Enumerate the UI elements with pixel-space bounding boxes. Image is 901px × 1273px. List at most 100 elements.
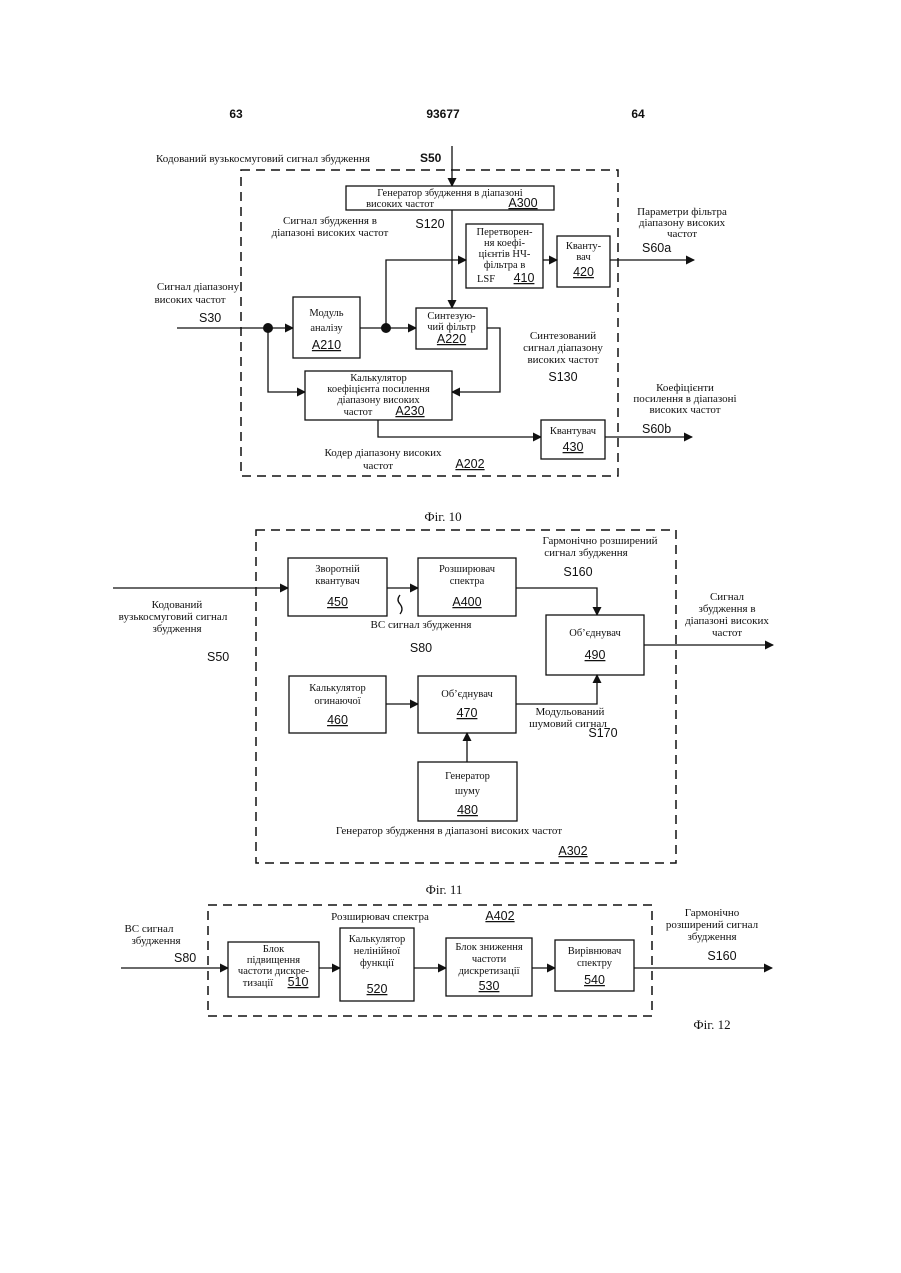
fig11-nb-label: ВС сигнал збудження (371, 619, 472, 631)
fig10-synth-ref: A220 (437, 332, 466, 346)
fig11-ext-to-comb-arrow (516, 588, 597, 615)
fig10-exc-line1: Сигнал збудження в (283, 215, 377, 227)
fig11-harm-signal: S160 (563, 565, 592, 579)
fig11-out-line4: частот (712, 627, 742, 639)
fig11-deq-line1: Зворотній (315, 564, 360, 575)
fig12-eq-ref: 540 (584, 973, 605, 987)
fig10-conv-line1: Перетворен- (477, 227, 533, 238)
fig12-up-line4: тизації (243, 978, 274, 989)
fig10-conv-ref: 410 (514, 271, 535, 285)
fig10-out1-signal: S60a (642, 241, 671, 255)
fig11-ext-line1: Розширювач (439, 564, 496, 575)
fig12-down-ref: 530 (479, 979, 500, 993)
fig10-synth-line1: Синтезую- (427, 311, 476, 322)
fig10-gen-ref: A300 (508, 196, 537, 210)
fig10-conv-line2: ня коефі- (484, 238, 526, 249)
fig10-anal-ref: A210 (312, 338, 341, 352)
fig11-comb1-ref: 490 (585, 648, 606, 662)
fig10-gain-line1: Калькулятор (350, 373, 406, 384)
fig10-caption: Фіг. 10 (424, 509, 461, 524)
fig12-nl-ref: 520 (367, 982, 388, 996)
fig11-deq-ref: 450 (327, 595, 348, 609)
fig11-nb-signal-tick (398, 595, 402, 614)
fig11-ext-ref: A400 (452, 595, 481, 609)
fig10-synsig-line1: Синтезований (530, 330, 596, 342)
figure-11: Кодований вузькосмуговий сигнал збудженн… (113, 530, 773, 897)
fig10-synsig-signal: S130 (548, 370, 577, 384)
fig12-down-line3: дискретизації (458, 966, 519, 977)
fig11-nb-signal: S80 (410, 641, 432, 655)
fig12-down-line1: Блок зниження (455, 942, 523, 953)
fig11-mod-to-comb-arrow (516, 675, 597, 704)
fig10-conv-line5: LSF (477, 274, 495, 285)
fig10-gain-ref: A230 (395, 404, 424, 418)
fig10-gen-line2: високих частот (366, 199, 434, 210)
fig11-gen-label: Генератор збудження в діапазоні високих … (336, 825, 562, 837)
fig10-out2-signal: S60b (642, 422, 671, 436)
fig10-gain-line4: частот (344, 407, 373, 418)
fig11-out-line2: збудження в (698, 603, 755, 615)
page-number-left: 63 (229, 107, 243, 121)
fig11-combiner-490 (546, 615, 644, 675)
fig10-anal-line1: Модуль (309, 308, 343, 319)
fig12-up-line2: підвищення (247, 955, 300, 966)
fig10-quant2-ref: 430 (563, 440, 584, 454)
fig10-conv-line3: цієнтів НЧ- (479, 249, 531, 260)
patent-number: 93677 (426, 107, 460, 121)
fig10-hb-line2: високих частот (154, 294, 225, 306)
fig12-out-signal: S160 (707, 949, 736, 963)
fig10-input-label: Кодований вузькосмуговий сигнал збудженн… (156, 153, 370, 165)
fig11-comb2-ref: 470 (457, 706, 478, 720)
fig11-noise-line1: Генератор (445, 771, 490, 782)
fig10-synsig-line2: сигнал діапазону (523, 342, 603, 354)
fig10-anal-line2: аналізу (310, 323, 343, 334)
fig12-nl-line3: функції (360, 958, 394, 969)
fig12-out-line3: збудження (687, 931, 736, 943)
fig12-out-line2: розширений сигнал (666, 919, 759, 931)
fig10-coder-ref: A202 (455, 457, 484, 471)
fig12-title-ref: A402 (485, 909, 514, 923)
fig11-harm-line1: Гармонічно розширений (542, 535, 657, 547)
fig10-coder-line2: частот (363, 460, 393, 472)
fig11-caption: Фіг. 11 (426, 882, 463, 897)
fig12-caption: Фіг. 12 (693, 1017, 730, 1032)
fig11-combiner-470 (418, 676, 516, 733)
fig11-input-line2: вузькосмуговий сигнал (119, 611, 228, 623)
fig12-out-line1: Гармонічно (685, 907, 740, 919)
fig10-quant1-line1: Кванту- (566, 241, 602, 252)
fig10-gen-line1: Генератор збудження в діапазоні (377, 188, 523, 199)
fig10-gain-line2: коефіцієнта посилення (327, 384, 430, 395)
figure-10: Кодований вузькосмуговий сигнал збудженн… (154, 146, 736, 524)
fig11-input-line3: збудження (152, 623, 201, 635)
fig10-hb-signal: S30 (199, 311, 221, 325)
fig11-mod-line1: Модульований (536, 706, 605, 718)
fig11-comb2-label: Об’єднувач (441, 689, 493, 700)
fig10-input-signal: S50 (420, 151, 442, 165)
fig11-env-line2: огинаючої (314, 696, 360, 707)
fig12-input-line2: збудження (131, 935, 180, 947)
fig10-exc-line2: діапазоні високих частот (272, 227, 389, 239)
fig10-conv-line4: фільтра в (484, 260, 526, 271)
fig10-gain-to-quant-arrow (378, 420, 541, 437)
fig10-exc-signal: S120 (415, 217, 444, 231)
fig12-input-signal: S80 (174, 951, 196, 965)
fig11-env-line1: Калькулятор (309, 683, 365, 694)
page-number-right: 64 (631, 107, 645, 121)
figure-12: ВС сигнал збудження S80 Розширювач спект… (121, 905, 772, 1032)
fig12-eq-line1: Вирівнювач (568, 946, 622, 957)
fig11-deq-line2: квантувач (315, 576, 360, 587)
fig11-mod-signal: S170 (588, 726, 617, 740)
fig12-title: Розширювач спектра (331, 911, 429, 923)
fig11-out-line1: Сигнал (710, 591, 745, 603)
fig11-ext-line2: спектра (450, 576, 485, 587)
fig12-up-ref: 510 (288, 975, 309, 989)
fig10-hb-line1: Сигнал діапазону (157, 281, 240, 293)
fig12-nl-line2: нелінійної (354, 946, 400, 957)
fig12-up-line1: Блок (263, 944, 285, 955)
fig12-nl-line1: Калькулятор (349, 934, 405, 945)
fig12-input-line1: ВС сигнал (124, 923, 174, 935)
fig11-harm-line2: сигнал збудження (544, 547, 627, 559)
fig11-comb1-label: Об’єднувач (569, 628, 621, 639)
